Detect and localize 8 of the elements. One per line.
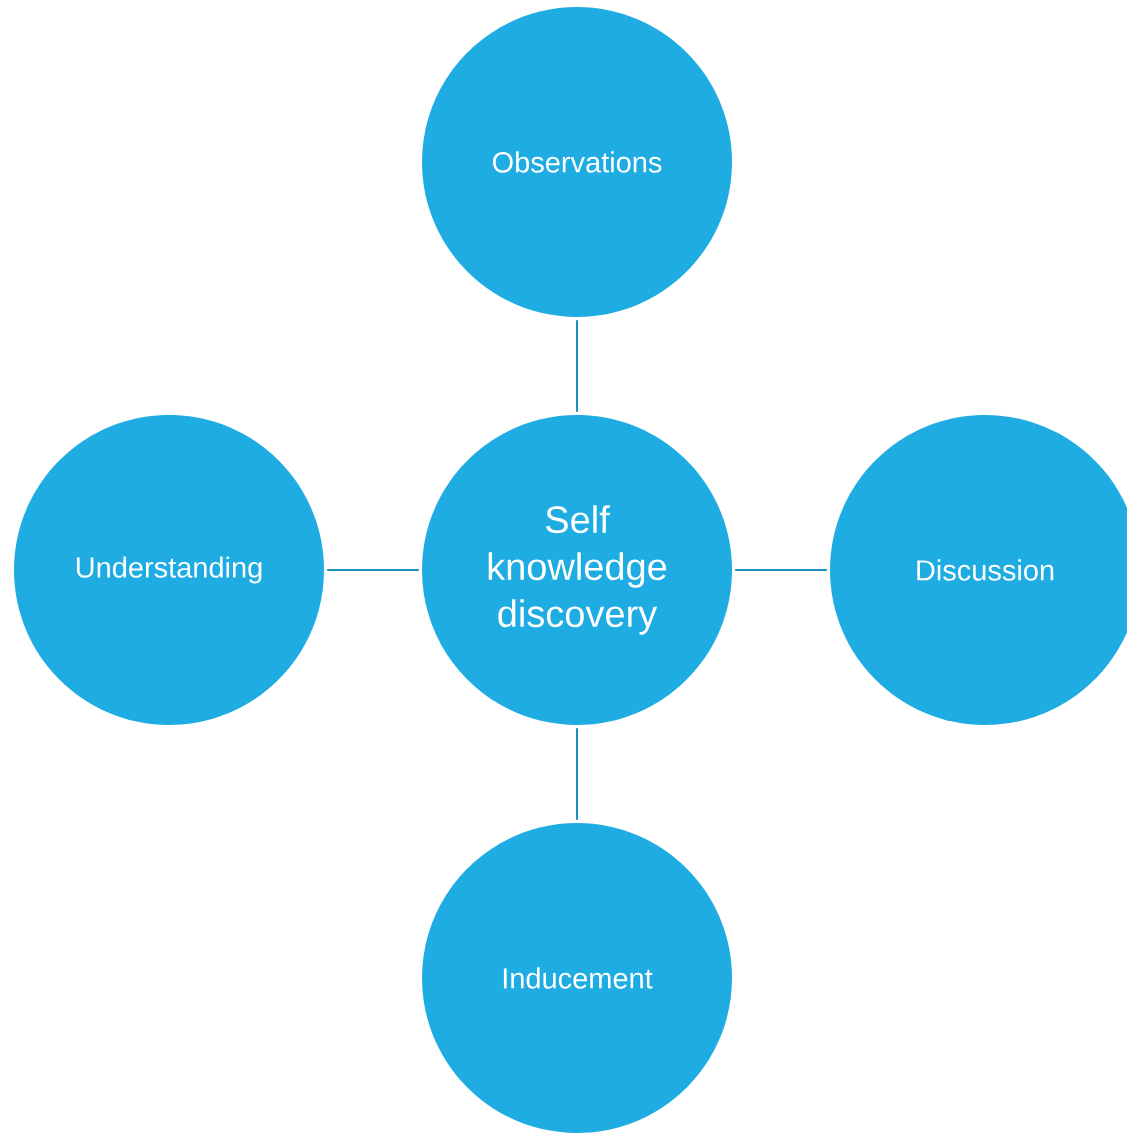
circle-node: Self knowledge discovery [422, 415, 732, 725]
connector-line [734, 569, 828, 571]
connector-line [576, 319, 578, 413]
connector-line [326, 569, 420, 571]
connector-line [576, 727, 578, 821]
circle-node: Observations [422, 7, 732, 317]
circle-node: Inducement [422, 823, 732, 1133]
circle-node: Understanding [14, 415, 324, 725]
